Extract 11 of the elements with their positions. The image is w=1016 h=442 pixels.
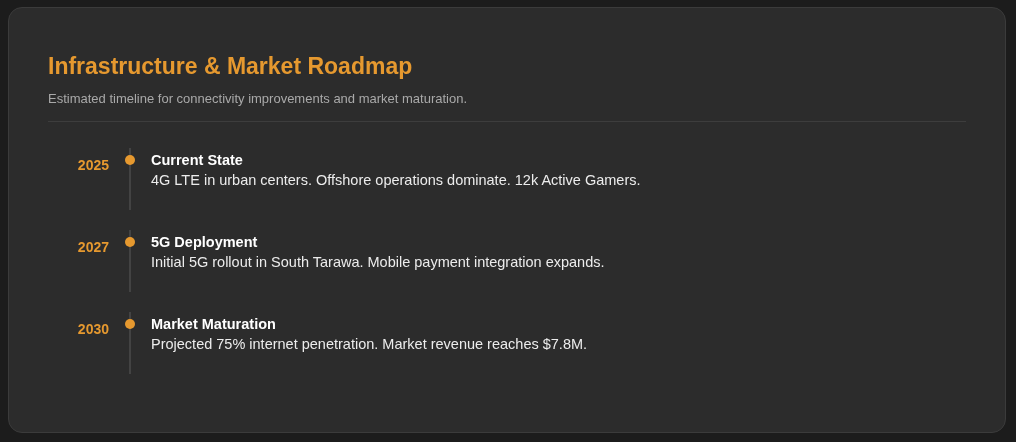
subtitle: Estimated timeline for connectivity improvements and market maturation. [48, 91, 468, 107]
milestone-description: Initial 5G rollout in South Tarawa. Mobile payment integration expands. [151, 253, 605, 271]
milestone-heading: 5G Deployment [151, 233, 258, 251]
title: Infrastructure & Market Roadmap [48, 52, 413, 80]
year-label: 2030 [76, 320, 109, 338]
milestone-heading: Current State [151, 151, 243, 169]
milestone-description: Projected 75% internet penetration. Market revenue reaches $7.8M. [151, 335, 588, 353]
milestone-heading: Market Maturation [151, 315, 276, 333]
year-label: 2027 [76, 238, 109, 256]
year-label: 2025 [76, 156, 109, 174]
milestone-description: 4G LTE in urban centers. Offshore operations dominate. 12k Active Gamers. [151, 171, 641, 189]
